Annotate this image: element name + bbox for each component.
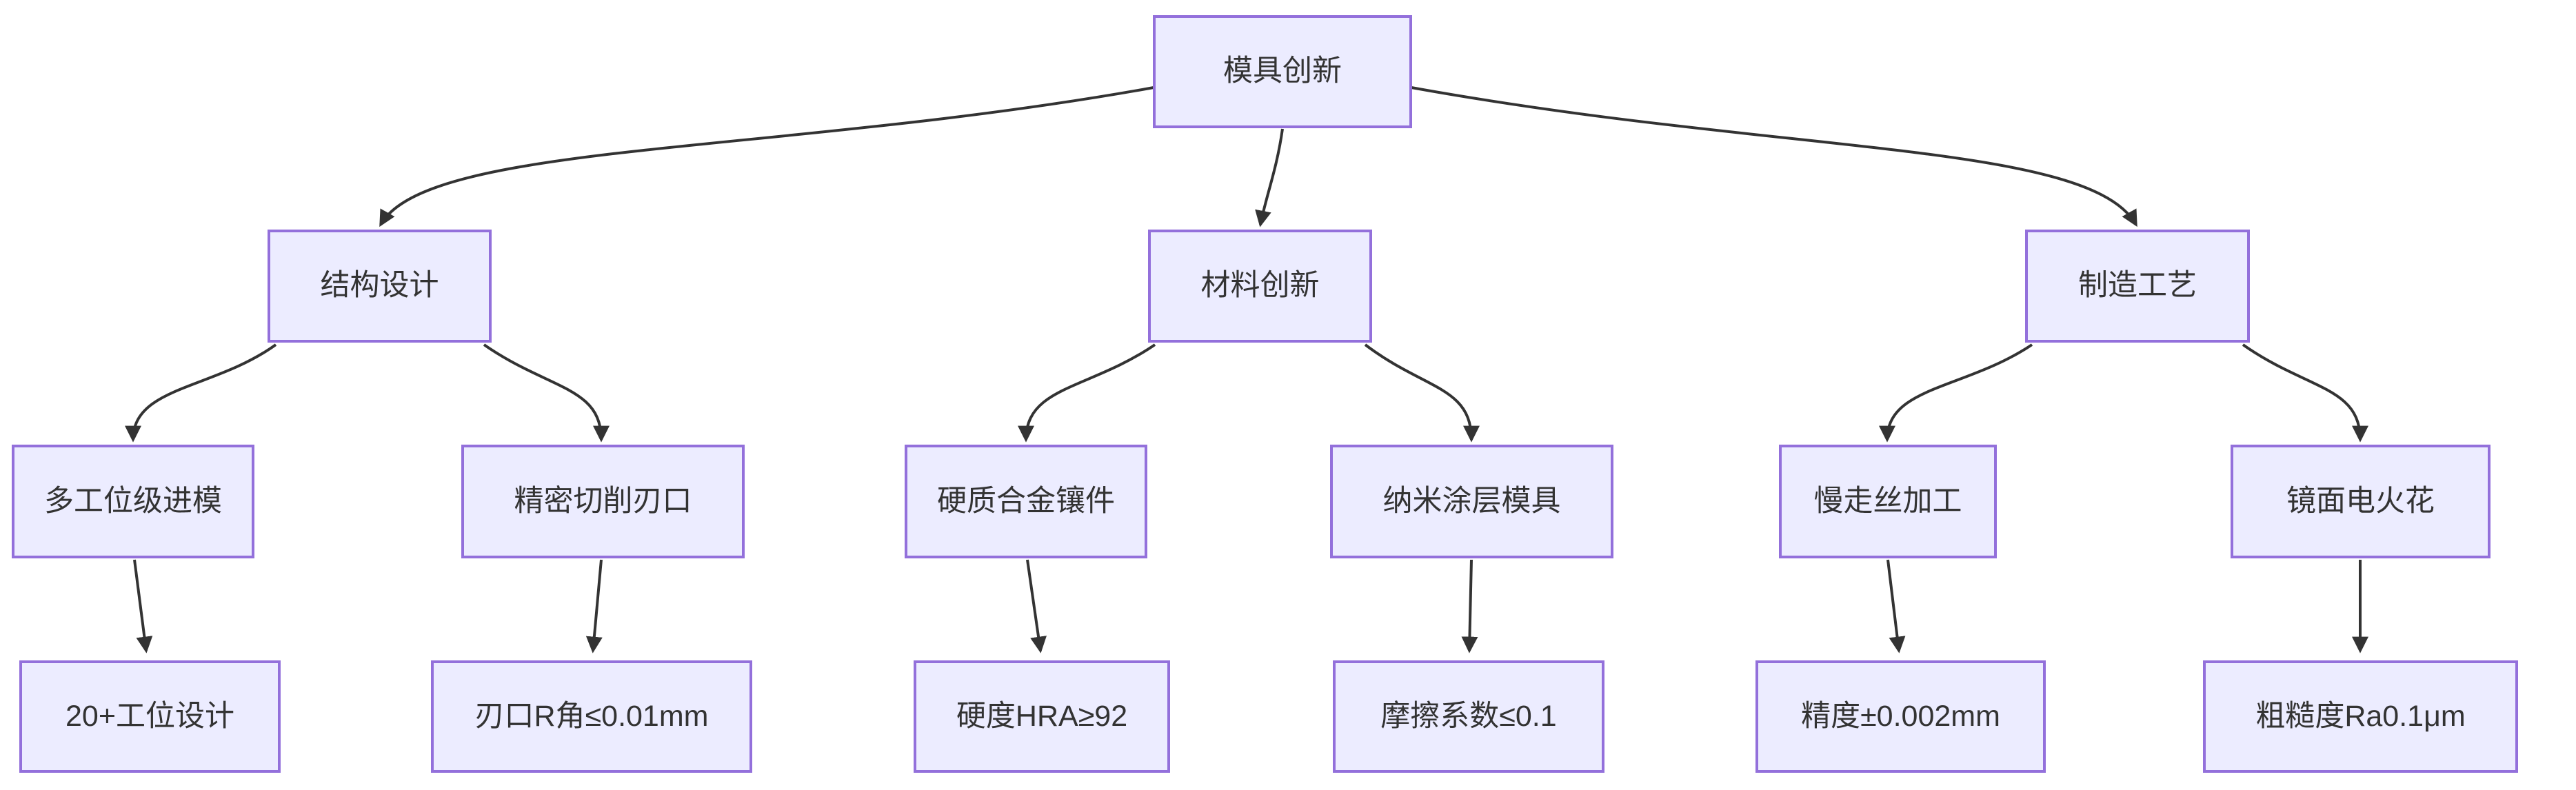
edge-wire-edm-to-spec [1886,559,1906,654]
edge-process-to-mirror-edm [2242,343,2368,443]
node-edge-r-angle-spec: 刃口R角≤0.01mm [431,660,752,773]
edge-material-to-nano [1364,343,1480,443]
edge-material-to-carbide [1018,343,1156,443]
edge-root-to-material [1255,128,1284,227]
edge-multi-station-to-spec [133,559,153,654]
edge-process-to-wire-edm [1879,343,2033,443]
edge-root-to-process [1411,86,2137,227]
edge-root-to-structure [379,86,1154,227]
edge-structure-to-multi-station [125,343,277,443]
node-mirror-edm: 镜面电火花 [2231,445,2491,558]
node-carbide-insert: 硬质合金镶件 [905,445,1147,558]
node-material-innovation: 材料创新 [1148,230,1372,343]
node-friction-spec: 摩擦系数≤0.1 [1333,660,1604,773]
node-mold-innovation: 模具创新 [1153,15,1412,128]
edge-carbide-to-spec [1026,559,1047,654]
node-structure-design: 结构设计 [268,230,492,343]
edge-precision-edge-to-spec [585,559,603,654]
node-manufacturing-process: 制造工艺 [2025,230,2250,343]
node-roughness-spec: 粗糙度Ra0.1μm [2203,660,2518,773]
node-nano-coating-mold: 纳米涂层模具 [1330,445,1613,558]
node-station-design-spec: 20+工位设计 [19,660,281,773]
node-hardness-spec: 硬度HRA≥92 [914,660,1170,773]
node-slow-wire-edm: 慢走丝加工 [1779,445,1997,558]
node-precision-cutting-edge: 精密切削刃口 [461,445,745,558]
edge-structure-to-precision-edge [483,343,610,443]
node-multi-station-progressive-die: 多工位级进模 [12,445,254,558]
node-precision-spec: 精度±0.002mm [1755,660,2046,773]
edge-nano-to-spec [1461,559,1478,654]
